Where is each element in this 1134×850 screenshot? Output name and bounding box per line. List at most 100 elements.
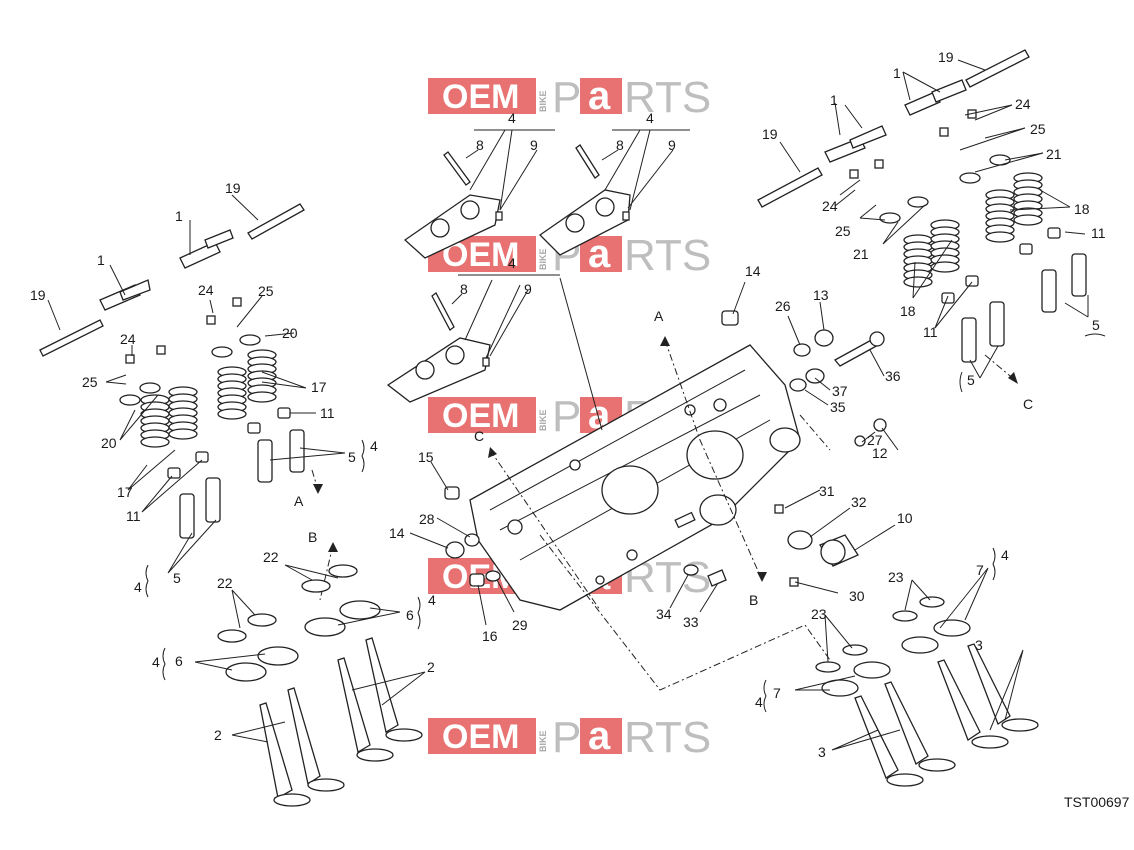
left-lower-parts — [217, 564, 423, 807]
callout-label-16: 16 — [482, 628, 498, 644]
callout-label-4: 4 — [755, 694, 763, 710]
direction-arrows — [313, 336, 1018, 582]
watermark-oem: OEM — [442, 78, 519, 116]
callout-label-1: 1 — [175, 208, 183, 224]
watermark-bike: BIKE — [538, 409, 548, 431]
callout-label-9: 9 — [524, 281, 532, 297]
watermark-rts: RTS — [624, 713, 711, 762]
callout-label-19: 19 — [938, 49, 954, 65]
right-lower-parts — [815, 596, 1039, 787]
callout-label-27: 27 — [867, 432, 883, 448]
callout-label-25: 25 — [258, 283, 274, 299]
watermark-a: a — [588, 714, 611, 758]
leader-lines — [47, 59, 1106, 751]
axis-letter-A: A — [654, 308, 664, 324]
callout-label-19: 19 — [762, 126, 778, 142]
callout-label-24: 24 — [120, 331, 136, 347]
callout-label-8: 8 — [460, 281, 468, 297]
callout-label-10: 10 — [897, 510, 913, 526]
hardware-parts — [444, 310, 887, 587]
left-valvetrain — [39, 203, 305, 539]
callout-label-4: 4 — [134, 579, 142, 595]
callout-label-14: 14 — [745, 263, 761, 279]
watermark-bike: BIKE — [538, 248, 548, 270]
callout-label-3: 3 — [818, 744, 826, 760]
callout-label-11: 11 — [126, 508, 141, 524]
callout-label-23: 23 — [888, 569, 904, 585]
callout-label-2: 2 — [214, 727, 222, 743]
watermark-oem: OEM — [442, 397, 519, 435]
callout-label-8: 8 — [616, 137, 624, 153]
watermark-rts: RTS — [624, 231, 711, 280]
callout-label-9: 9 — [668, 137, 676, 153]
callout-label-18: 18 — [900, 303, 916, 319]
axis-letter-C: C — [1023, 396, 1033, 412]
callout-label-29: 29 — [512, 617, 528, 633]
callout-label-4: 4 — [646, 110, 654, 126]
callout-label-19: 19 — [30, 287, 46, 303]
callout-label-37: 37 — [832, 383, 848, 399]
callout-label-24: 24 — [1015, 96, 1031, 112]
callout-label-18: 18 — [1074, 201, 1090, 217]
callout-label-34: 34 — [656, 606, 672, 622]
callout-label-20: 20 — [282, 325, 298, 341]
callout-label-3: 3 — [975, 637, 983, 653]
callout-label-25: 25 — [1030, 121, 1046, 137]
watermark-a: a — [588, 232, 611, 276]
callout-label-17: 17 — [117, 484, 133, 500]
callout-label-4: 4 — [152, 654, 160, 670]
part-number: TST00697 — [1064, 794, 1130, 810]
callout-label-24: 24 — [198, 282, 214, 298]
callout-label-17: 17 — [311, 379, 327, 395]
callout-label-21: 21 — [853, 246, 869, 262]
callout-label-20: 20 — [101, 435, 117, 451]
callout-label-6: 6 — [406, 607, 414, 623]
callout-label-36: 36 — [885, 368, 901, 384]
rocker-supports — [386, 144, 631, 403]
callout-label-35: 35 — [830, 399, 846, 415]
callout-label-7: 7 — [773, 685, 781, 701]
callout-label-4: 4 — [508, 255, 516, 271]
callout-label-22: 22 — [217, 575, 233, 591]
callout-label-19: 19 — [225, 180, 241, 196]
callout-label-4: 4 — [428, 592, 436, 608]
callout-label-2: 2 — [427, 659, 435, 675]
callout-label-8: 8 — [476, 137, 484, 153]
callout-label-23: 23 — [811, 606, 827, 622]
callout-label-12: 12 — [872, 445, 888, 461]
callout-label-15: 15 — [418, 449, 434, 465]
watermark-bike: BIKE — [538, 730, 548, 752]
callout-label-1: 1 — [830, 92, 838, 108]
callout-label-4: 4 — [370, 438, 378, 454]
callout-label-31: 31 — [819, 483, 835, 499]
callout-label-33: 33 — [683, 614, 699, 630]
axis-letter-B: B — [749, 592, 758, 608]
callout-label-6: 6 — [175, 653, 183, 669]
watermark-p: P — [552, 73, 581, 122]
callout-label-25: 25 — [835, 223, 851, 239]
watermark-p: P — [552, 713, 581, 762]
callout-label-4: 4 — [508, 110, 516, 126]
callout-label-5: 5 — [967, 372, 975, 388]
callout-label-7: 7 — [976, 562, 984, 578]
callout-label-4: 4 — [1001, 547, 1009, 563]
callout-label-28: 28 — [419, 511, 435, 527]
axis-letter-B: B — [308, 529, 317, 545]
callout-label-11: 11 — [1091, 225, 1106, 241]
callout-label-26: 26 — [775, 298, 791, 314]
right-valvetrain — [757, 49, 1087, 363]
callout-label-1: 1 — [97, 252, 105, 268]
callout-label-30: 30 — [849, 588, 865, 604]
callout-label-32: 32 — [851, 494, 867, 510]
callout-label-13: 13 — [813, 287, 829, 303]
watermark-a: a — [588, 74, 611, 118]
callout-label-25: 25 — [82, 374, 98, 390]
axis-letter-C: C — [474, 428, 484, 444]
axis-letter-A: A — [294, 493, 304, 509]
callout-label-11: 11 — [923, 324, 938, 340]
callout-label-9: 9 — [530, 137, 538, 153]
callout-label-22: 22 — [263, 549, 279, 565]
